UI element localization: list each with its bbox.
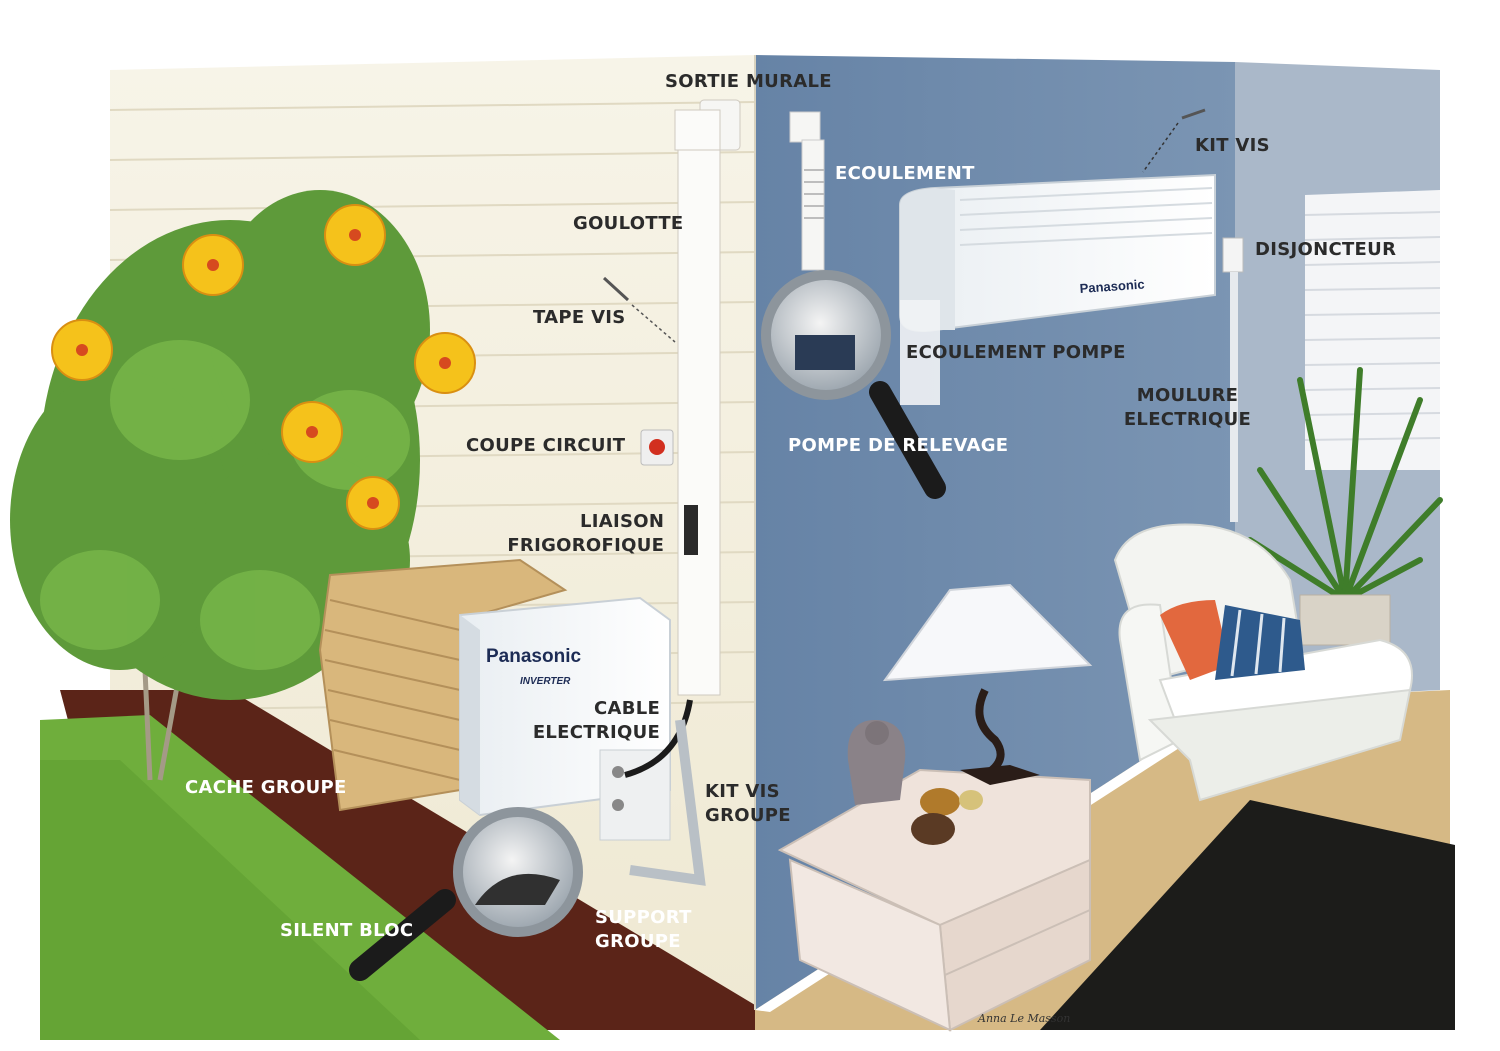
label-kit-vis-groupe: KIT VIS GROUPE <box>705 780 791 828</box>
label-liaison-line2: FRIGOROFIQUE <box>507 535 665 556</box>
label-cache-groupe: CACHE GROUPE <box>185 777 347 798</box>
label-sortie-murale: SORTIE MURALE <box>665 71 832 92</box>
tape-vis-screw <box>602 276 676 343</box>
label-moulure-line1: MOULURE <box>1136 385 1239 406</box>
coupe-circuit-box <box>640 429 674 466</box>
label-support-groupe: SUPPORT GROUPE <box>595 906 692 954</box>
indoor-unit-icon: Panasonic <box>899 173 1216 405</box>
outdoor-sub: INVERTER <box>520 676 571 687</box>
buddha-icon <box>847 720 906 805</box>
kit-vis-screw <box>1142 108 1206 173</box>
label-tape-vis: TAPE VIS <box>533 307 626 328</box>
side-table-icon <box>777 768 1091 1032</box>
label-cable-electrique: CABLE ELECTRIQUE <box>530 697 660 745</box>
goulotte-conduit <box>674 99 741 696</box>
label-disjoncteur: DISJONCTEUR <box>1255 239 1397 260</box>
ecoulement-pipe <box>789 111 825 271</box>
indoor-brand: Panasonic <box>1079 276 1145 295</box>
label-cable-line2: ELECTRIQUE <box>532 722 661 743</box>
label-support-groupe-line1: SUPPORT <box>595 907 692 928</box>
label-liaison-frigorofique: LIAISON FRIGOROFIQUE <box>507 510 665 558</box>
lamp-icon <box>882 583 1093 785</box>
label-kit-vis-groupe-line2: GROUPE <box>705 805 791 826</box>
outdoor-unit-icon: Panasonic INVERTER <box>459 596 706 886</box>
label-goulotte: GOULOTTE <box>573 213 684 234</box>
magnifier-icon <box>349 807 583 981</box>
label-support-groupe-line2: GROUPE <box>595 931 681 952</box>
stones-icon <box>911 788 983 845</box>
label-kit-vis-groupe-line1: KIT VIS <box>705 781 780 802</box>
cache-groupe-cover <box>318 558 568 812</box>
label-moulure-line2: ELECTRIQUE <box>1123 409 1252 430</box>
label-coupe-circuit: COUPE CIRCUIT <box>466 435 626 456</box>
armchair-icon <box>1113 523 1413 802</box>
exterior-ground <box>40 690 755 1040</box>
disjoncteur-box <box>1222 237 1244 522</box>
label-moulure-electrique: MOULURE ELECTRIQUE <box>1120 384 1255 432</box>
outdoor-brand: Panasonic <box>486 646 581 667</box>
label-ecoulement: ECOULEMENT <box>835 163 975 184</box>
label-ecoulement-pompe: ECOULEMENT POMPE <box>906 342 1126 363</box>
label-kit-vis: KIT VIS <box>1195 135 1270 156</box>
label-cable-line1: CABLE <box>594 698 661 719</box>
artist-signature: Anna Le Masson <box>978 1012 1071 1025</box>
hibiscus-icon <box>10 190 476 781</box>
label-pompe-relevage: POMPE DE RELEVAGE <box>788 435 1009 456</box>
interior-magnifier-icon <box>761 270 946 499</box>
label-silent-bloc: SILENT BLOC <box>280 920 414 941</box>
label-liaison-line1: LIAISON <box>580 511 665 532</box>
